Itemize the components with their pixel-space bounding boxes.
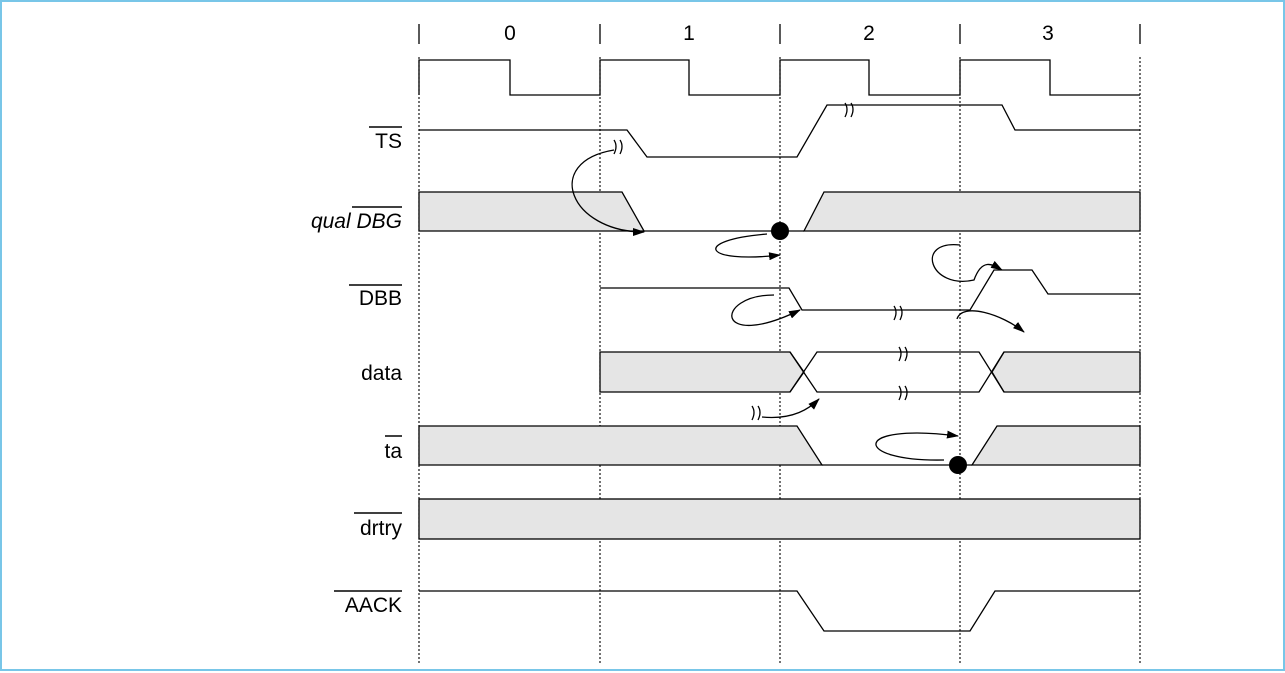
arrow-dbb-loop-3 <box>931 244 1003 282</box>
signal-label-drtry: drtry <box>360 517 403 540</box>
waveform-ts <box>419 102 1140 158</box>
cycle-label-2: 2 <box>863 22 875 45</box>
ta-sample-dot <box>949 456 967 474</box>
arrow-dbg-to-dbb <box>715 233 781 261</box>
signal-label-dbb: DBB <box>359 287 402 310</box>
waveform-drtry <box>418 498 1141 540</box>
arrow-dbb-loop-2 <box>731 294 801 327</box>
waveform-data <box>599 346 1141 401</box>
cycle-label-3: 3 <box>1042 22 1054 45</box>
waveform-dbb <box>600 269 1140 321</box>
signal-label-ta: ta <box>384 440 402 463</box>
cycle-ticks <box>418 24 1141 44</box>
signal-label-ts: TS <box>375 130 402 153</box>
arrow-data-valid <box>761 398 820 419</box>
signal-label-qual-dbg: qual DBG <box>311 210 402 233</box>
arrow-ts-to-dbg <box>571 149 645 236</box>
causality-arrows <box>571 149 1025 461</box>
clock-waveform <box>418 59 1140 96</box>
qual-dbg-sample-dot <box>771 222 789 240</box>
arrow-ta-assert <box>875 430 959 461</box>
waveform-qual-dbg <box>418 191 1141 240</box>
waveform-ta <box>418 405 1141 474</box>
cycle-label-0: 0 <box>504 22 516 45</box>
signal-label-aack: AACK <box>345 594 402 617</box>
arrow-dbb-release <box>956 310 1025 333</box>
signal-label-data: data <box>361 362 402 385</box>
waveform-aack <box>419 590 1140 632</box>
cycle-label-1: 1 <box>683 22 695 45</box>
